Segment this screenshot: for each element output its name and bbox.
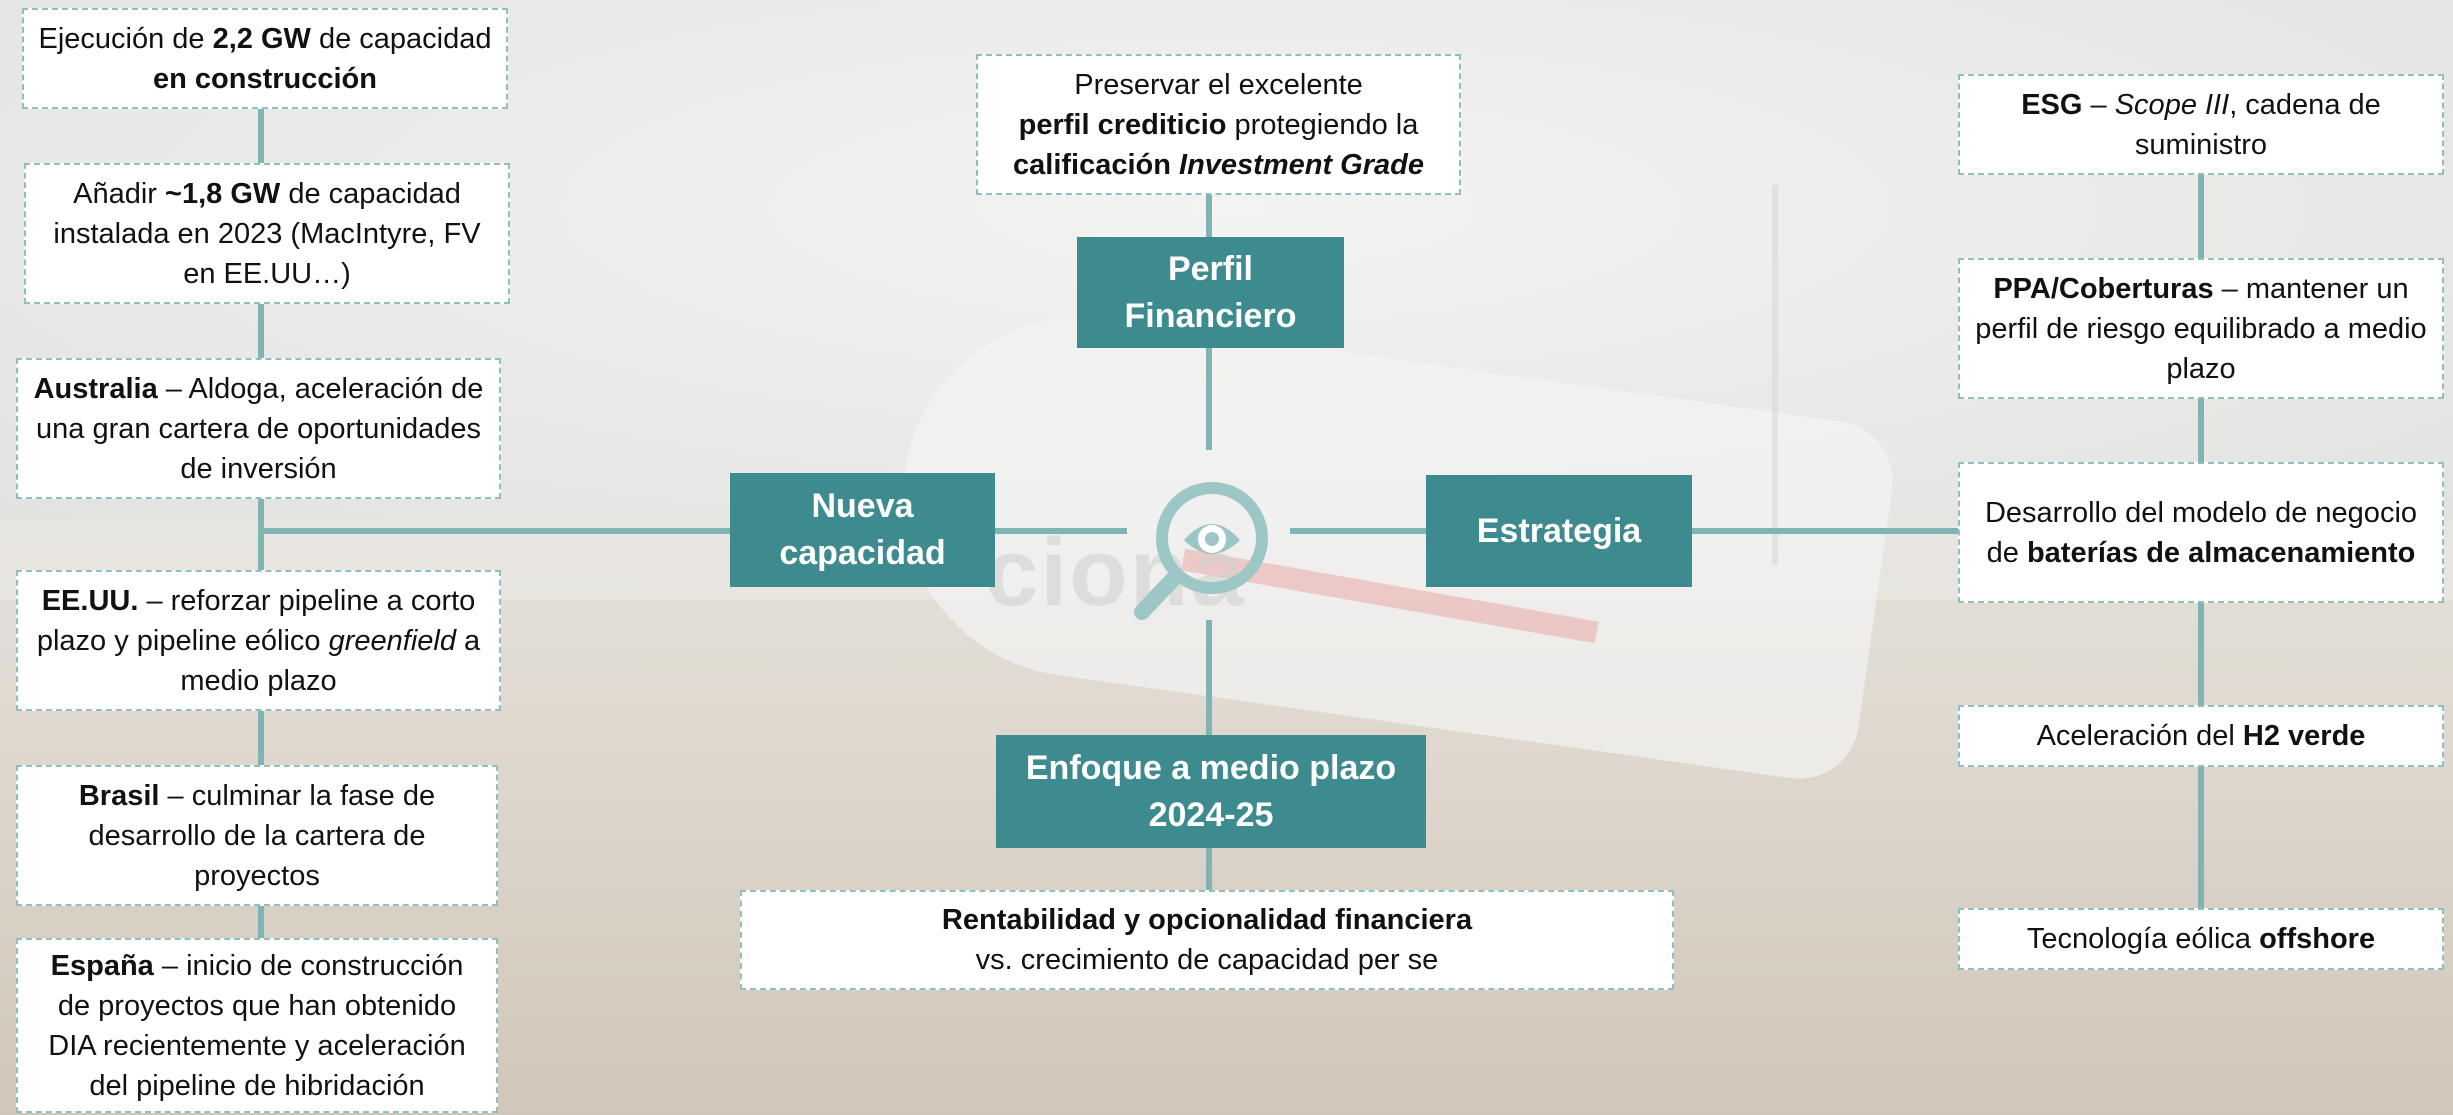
hub-nueva-capacidad: Nueva capacidad [730,473,995,587]
eye-magnifier-icon [1134,482,1268,620]
top-box-credit-profile: Preservar el excelente perfil crediticio… [976,54,1461,195]
left-item-brazil: Brasil – culminar la fase de desarrollo … [16,765,498,906]
right-item-offshore: Tecnología eólica offshore [1958,908,2444,970]
right-item-batteries: Desarrollo del modelo de negocio de bate… [1958,462,2444,603]
left-item-installed-2023: Añadir ~1,8 GW de capacidad instalada en… [24,163,510,304]
hub-estrategia: Estrategia [1426,475,1692,587]
left-item-construction: Ejecución de 2,2 GW de capacidad en cons… [22,8,508,109]
left-item-australia: Australia – Aldoga, aceleración de una g… [16,358,501,499]
connector-center-right [1290,528,1426,534]
left-item-usa: EE.UU. – reforzar pipeline a corto plazo… [16,570,501,711]
connector-bottom-hub-to-box [1206,848,1212,890]
connector-right-horizontal [1692,528,1962,534]
connector-top-box-to-hub [1206,195,1212,237]
connector-left-horizontal [258,528,730,534]
connector-center-left [995,528,1127,534]
hub-perfil-financiero: Perfil Financiero [1077,237,1344,348]
right-item-esg: ESG – Scope III, cadena de suministro [1958,74,2444,175]
connector-center-to-bottom-hub [1206,620,1212,735]
left-item-spain: España – inicio de construcción de proye… [16,938,498,1113]
turbine-mast [1772,185,1778,565]
right-item-h2: Aceleración del H2 verde [1958,705,2444,767]
connector-hub-to-center [1206,348,1212,450]
connector-left-trunk [258,108,264,938]
right-item-ppa: PPA/Coberturas – mantener un perfil de r… [1958,258,2444,399]
hub-enfoque-medio-plazo: Enfoque a medio plazo 2024-25 [996,735,1426,848]
